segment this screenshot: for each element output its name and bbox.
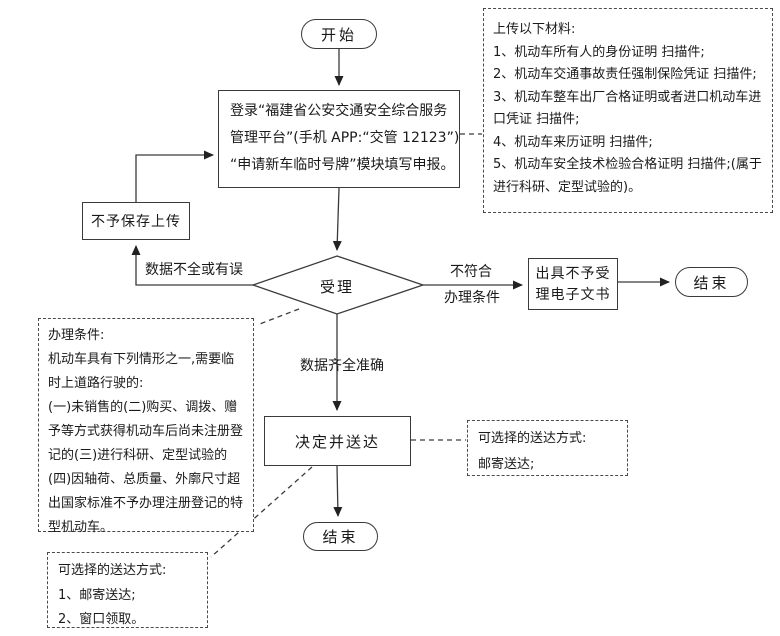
edge-review-to-conditions-note [256,308,300,326]
no-save-node: 不予保存上传 [82,202,190,240]
text-line: 3、机动车整车出厂合格证明或者进口机动车进口凭证 扫描件; [493,89,762,128]
edge-decide-to-end [333,465,343,517]
text-line: 1、机动车所有人的身份证明 扫描件; [493,44,705,60]
text-line: 4、机动车来历证明 扫描件; [493,134,653,150]
text-line: 管理平台”(手机 APP:“交管 12123”) [230,130,460,146]
text-line: 机动车具有下列情形之一,需要临时上道路行驶的: [48,352,235,391]
text-line: 1、邮寄送达; [58,587,136,603]
no-save-label: 不予保存上传 [91,214,181,230]
materials-note: 上传以下材料: 1、机动车所有人的身份证明 扫描件; 2、机动车交通事故责任强制保险… [483,8,773,213]
text-line: 可选择的送达方式: [478,431,587,446]
text-line: 邮寄送达; [478,457,535,472]
review-diamond-shape [251,255,426,315]
text-line: “申请新车临时号牌”模块填写申报。 [230,157,455,173]
text-line: 上传以下材料: [493,22,576,37]
text-line: 5、机动车安全技术检验合格证明 扫描件;(属于进行科研、定型试验的)。 [493,157,762,195]
text-line: 2、机动车交通事故责任强制保险凭证 扫描件; [493,67,757,82]
edge-nosave-to-login [135,150,214,202]
edge-label-data-incomplete: 数据不全或有误 [145,262,243,278]
text-line: 可选择的送达方式: [58,563,167,578]
edge-label-not-meet-line2: 办理条件 [444,290,500,306]
text-line: 2、窗口领取。 [58,612,145,627]
conditions-note: 办理条件: 机动车具有下列情形之一,需要临时上道路行驶的: (一)未销售的(二)购买… [38,318,254,535]
end-bottom-label: 结束 [322,528,359,546]
delivery-method-bottom-note: 可选择的送达方式: 1、邮寄送达; 2、窗口领取。 [47,552,208,628]
text-line: 登录“福建省公安交通安全综合服务 [230,103,448,119]
end-right-label: 结束 [693,273,730,292]
end-bottom-node: 结束 [303,522,378,551]
edge-label-data-complete: 数据齐全准确 [300,358,384,374]
end-right-node: 结束 [675,267,748,297]
login-process-node: 登录“福建省公安交通安全综合服务管理平台”(手机 APP:“交管 12123”)… [218,90,460,188]
delivery-method-right-note: 可选择的送达方式: 邮寄送达; [467,420,628,476]
edge-review-to-nosave [131,245,253,286]
start-node: 开始 [301,19,377,49]
edge-decide-to-delivery-bottom-note [210,466,313,558]
decide-deliver-node: 决定并送达 [264,416,411,466]
edge-label-not-meet-line1: 不符合 [450,264,492,280]
review-label: 受理 [319,278,354,296]
reject-document-node: 出具不予受理电子文书 [528,258,618,310]
text-line: 办理条件: [48,328,105,343]
decide-deliver-label: 决定并送达 [294,432,380,451]
start-label: 开始 [320,25,357,44]
text-line: (一)未销售的(二)购买、调拨、赠予等方式获得机动车后尚未注册登记的(三)进行科… [48,400,244,535]
edge-login-to-review [332,187,342,251]
review-decision-node: 受理 [307,276,367,297]
